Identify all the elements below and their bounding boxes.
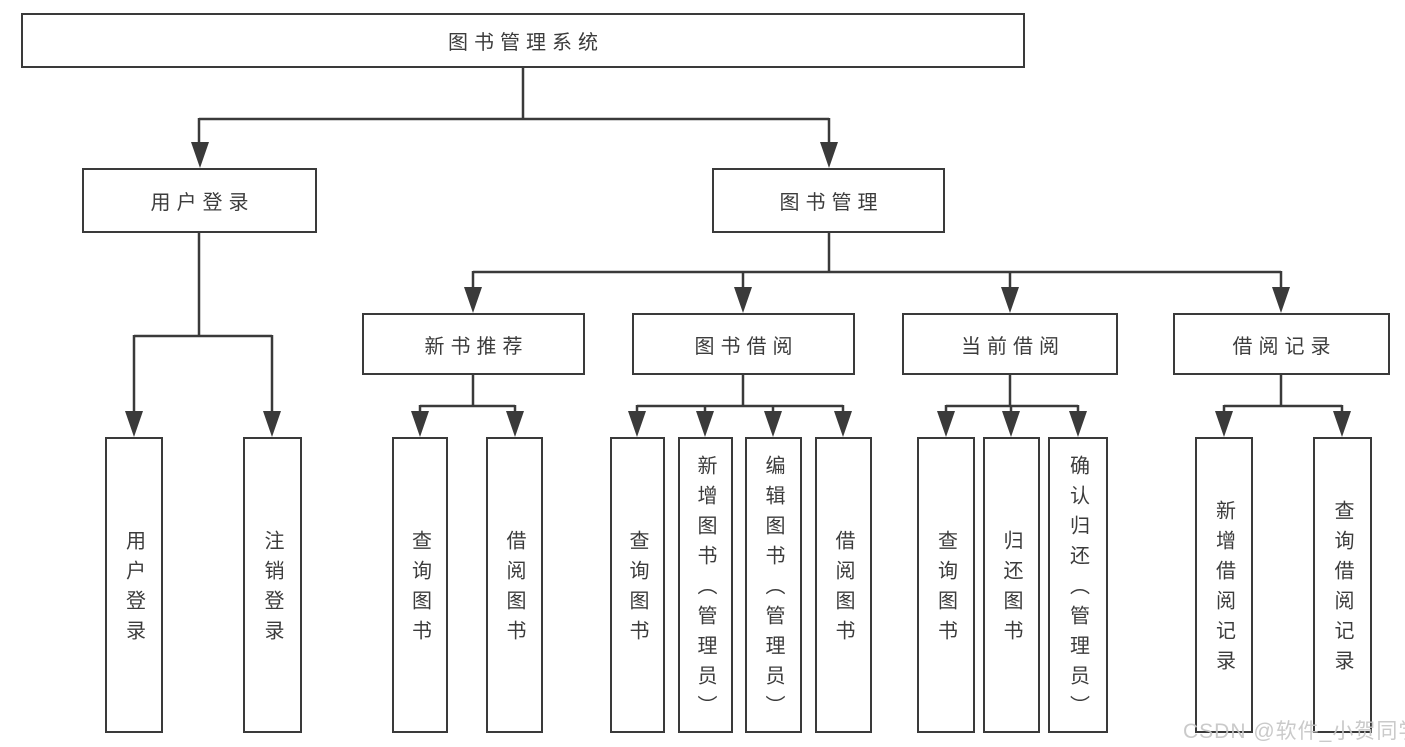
leaf-label: 注销登录	[261, 530, 283, 650]
arrow-down-icons	[125, 142, 1351, 437]
leaf-user-login: 用户登录	[105, 437, 163, 733]
node-label: 新书推荐	[424, 335, 529, 358]
leaf-label: 归还图书	[1000, 530, 1022, 650]
leaf-add-book-admin: 新增图书（管理员）	[678, 437, 733, 733]
leaf-edit-book-admin: 编辑图书（管理员）	[745, 437, 802, 733]
leaf-label: 新增借阅记录	[1212, 500, 1235, 680]
node-borrow-records: 借阅记录	[1173, 313, 1390, 375]
leaf-label: 新增图书（管理员）	[694, 455, 716, 725]
node-label: 借阅记录	[1232, 335, 1337, 358]
leaf-label: 编辑图书（管理员）	[762, 455, 784, 725]
leaf-logout-login: 注销登录	[243, 437, 302, 733]
leaf-label: 确认归还（管理员）	[1066, 455, 1089, 725]
node-label: 当前借阅	[961, 335, 1065, 358]
leaf-label: 借阅图书	[503, 530, 525, 650]
leaf-borrow-book: 借阅图书	[815, 437, 872, 733]
node-label: 图书借阅	[694, 335, 799, 358]
leaf-query-book-borrow: 查询图书	[610, 437, 665, 733]
node-book-management: 图书管理	[712, 168, 945, 233]
node-label: 图书管理系统	[448, 32, 604, 54]
leaf-query-borrow-record: 查询借阅记录	[1313, 437, 1372, 733]
node-book-borrow: 图书借阅	[632, 313, 855, 375]
leaf-label: 查询图书	[626, 530, 648, 650]
leaf-label: 查询图书	[934, 530, 957, 650]
node-current-borrow: 当前借阅	[902, 313, 1118, 375]
leaf-label: 借阅图书	[832, 530, 854, 650]
leaf-return-book: 归还图书	[983, 437, 1040, 733]
leaf-label: 查询图书	[408, 530, 431, 650]
node-new-book-recommend: 新书推荐	[362, 313, 585, 375]
leaf-query-book-current: 查询图书	[917, 437, 975, 733]
leaf-add-borrow-record: 新增借阅记录	[1195, 437, 1253, 733]
node-label: 图书管理	[779, 192, 884, 214]
node-library-system: 图书管理系统	[21, 13, 1025, 68]
leaf-label: 查询借阅记录	[1331, 500, 1353, 680]
node-label: 用户登录	[150, 192, 255, 214]
node-user-login: 用户登录	[82, 168, 317, 233]
leaf-query-book-recommend: 查询图书	[392, 437, 448, 733]
leaf-borrow-book-recommend: 借阅图书	[486, 437, 543, 733]
csdn-watermark: CSDN @软件_小贺同学	[1183, 720, 1405, 743]
leaf-confirm-return-admin: 确认归还（管理员）	[1048, 437, 1108, 733]
leaf-label: 用户登录	[122, 530, 145, 650]
